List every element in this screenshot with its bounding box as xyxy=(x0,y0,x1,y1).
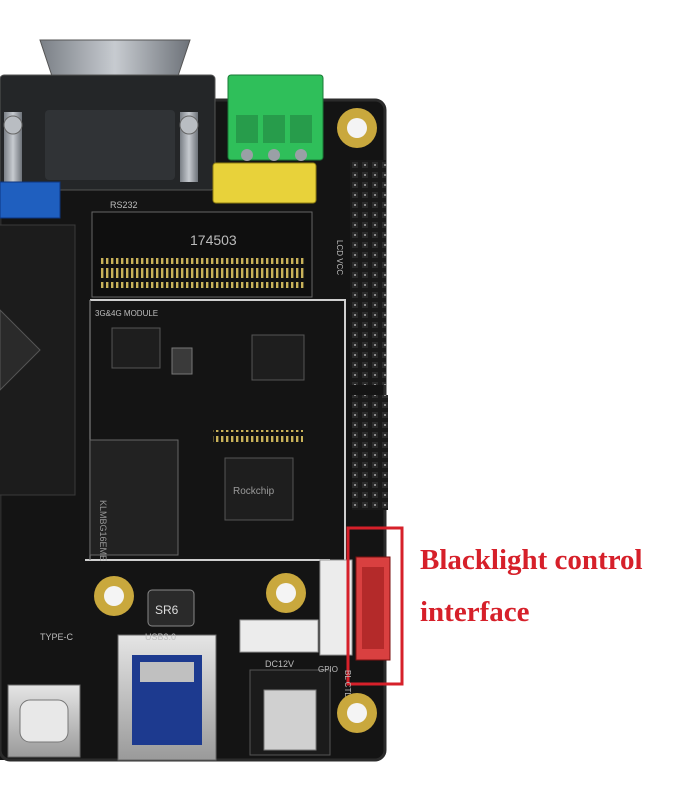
lcd-vcc-label: LCD VCC xyxy=(335,240,344,275)
sr6-label: SR6 xyxy=(155,603,179,617)
mounting-hole-top xyxy=(337,108,377,148)
blue-header xyxy=(0,181,61,219)
soc-text: Rockchip xyxy=(233,486,275,497)
modem-chip xyxy=(111,327,161,369)
green-terminal-block xyxy=(227,74,324,161)
emmc-text: KLMBG16EME xyxy=(98,500,108,561)
emmc-chip: KLMBG16EME xyxy=(89,439,179,561)
mounting-hole-bottom xyxy=(337,693,377,733)
bl-label: BL CTL xyxy=(343,670,352,697)
small-chip xyxy=(171,347,193,375)
screw-right-icon xyxy=(179,112,199,182)
callout-line2: interface xyxy=(420,596,530,628)
usb-hub-chip: Rockchip xyxy=(224,457,294,521)
inductor xyxy=(147,589,195,627)
m2-number-text: 174503 xyxy=(190,232,237,248)
usb-label: USB3.0 xyxy=(145,632,176,642)
yellow-connector xyxy=(212,162,317,204)
dc-label: DC12V xyxy=(265,659,294,669)
mini-pcie-slot: 174503 xyxy=(91,211,313,298)
typec-label: TYPE-C xyxy=(40,632,74,642)
gpio-label: GPIO xyxy=(318,665,338,674)
lcd-pin-header xyxy=(350,160,386,385)
callout-box xyxy=(346,526,404,686)
dc-jack xyxy=(249,669,331,756)
gpio-pin-header xyxy=(352,395,388,510)
backlight-connector xyxy=(355,556,391,661)
usb3-port xyxy=(117,634,217,761)
small-white-connector xyxy=(239,619,319,653)
rs232-label: RS232 xyxy=(110,200,138,210)
screw-left-icon xyxy=(3,112,23,182)
soc-area xyxy=(0,224,76,496)
pmic-chip xyxy=(251,334,305,381)
typec-port xyxy=(7,684,81,758)
mounting-hole-mid-left xyxy=(94,576,134,616)
resistor-row xyxy=(213,430,303,442)
mounting-hole-mid-right xyxy=(266,573,306,613)
callout-line1: Blacklight control xyxy=(420,544,643,576)
module-label: 3G&4G MODULE xyxy=(95,309,158,318)
rs232-connector xyxy=(0,39,216,191)
